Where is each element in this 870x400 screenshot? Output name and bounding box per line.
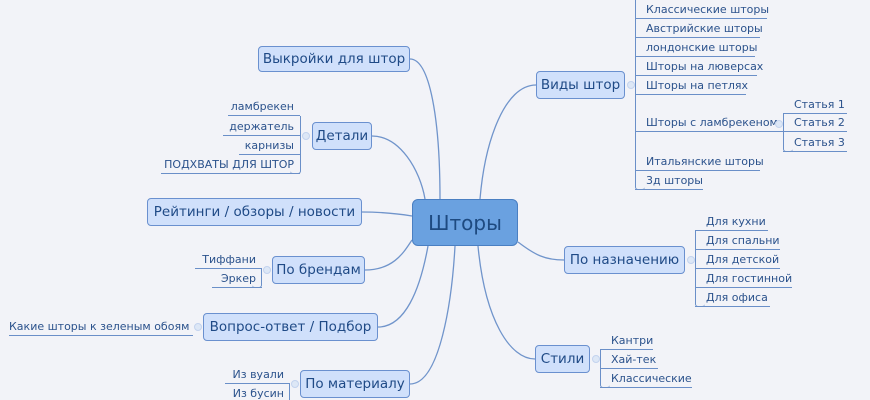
- bracket-material: [280, 384, 290, 400]
- leaf-types-3[interactable]: лондонские шторы: [635, 39, 757, 57]
- leaf-types-2[interactable]: Австрийские шторы: [635, 20, 763, 38]
- leaf-styles-1[interactable]: Кантри: [600, 332, 653, 350]
- leaf-purpose-2[interactable]: Для спальни: [695, 232, 780, 250]
- connector-details: [371, 135, 426, 200]
- leaf-details-2[interactable]: держатель: [223, 118, 300, 136]
- connector-types: [479, 84, 537, 200]
- leaf-types-8[interactable]: 3д шторы: [635, 172, 703, 190]
- topic-brands[interactable]: По брендам: [272, 256, 365, 284]
- topic-ratings[interactable]: Рейтинги / обзоры / новости: [147, 198, 362, 226]
- collapse-qa-icon[interactable]: [194, 323, 202, 331]
- collapse-details-icon[interactable]: [302, 132, 310, 140]
- connector-styles: [477, 245, 536, 360]
- connector-purpose: [517, 241, 565, 261]
- topic-details[interactable]: Детали: [312, 122, 372, 150]
- leaf-types-7[interactable]: Итальянские шторы: [635, 153, 764, 171]
- leaf-brands-1[interactable]: Тиффани: [195, 251, 262, 269]
- leaf-types-4[interactable]: Шторы на люверсах: [635, 58, 763, 76]
- leaf-types-1[interactable]: Классические шторы: [635, 1, 769, 19]
- leaf-article-1[interactable]: Статья 1: [783, 96, 847, 114]
- leaf-purpose-3[interactable]: Для детской: [695, 251, 780, 269]
- leaf-types-6[interactable]: Шторы с ламбрекеном: [635, 114, 783, 132]
- leaf-details-1[interactable]: ламбрекен: [228, 98, 300, 116]
- topic-styles[interactable]: Стили: [535, 345, 590, 373]
- leaf-details-4[interactable]: ПОДХВАТЫ ДЛЯ ШТОР: [161, 156, 300, 174]
- leaf-qa-1[interactable]: Какие шторы к зеленым обоям: [9, 318, 193, 336]
- collapse-styles-icon[interactable]: [592, 355, 600, 363]
- leaf-article-3[interactable]: Статья 3: [783, 134, 847, 152]
- leaf-purpose-1[interactable]: Для кухни: [695, 213, 768, 231]
- central-topic[interactable]: Шторы: [412, 199, 518, 246]
- leaf-brands-2[interactable]: Эркер: [212, 270, 262, 288]
- leaf-material-2[interactable]: Из бусин: [232, 387, 284, 400]
- collapse-types-icon[interactable]: [627, 81, 635, 89]
- collapse-material-icon[interactable]: [291, 380, 299, 388]
- collapse-lambrequin-icon[interactable]: [775, 120, 783, 128]
- topic-material[interactable]: По материалу: [300, 370, 410, 398]
- topic-purpose[interactable]: По назначению: [564, 246, 685, 274]
- leaf-types-5[interactable]: Шторы на петлях: [635, 77, 748, 95]
- connector-material: [409, 245, 456, 385]
- topic-qa[interactable]: Вопрос-ответ / Подбор: [203, 313, 378, 341]
- connector-brands: [364, 239, 413, 271]
- leaf-details-3[interactable]: карнизы: [239, 137, 300, 155]
- connector-qa: [377, 245, 429, 328]
- connector-ratings: [361, 211, 413, 217]
- collapse-brands-icon[interactable]: [263, 266, 271, 274]
- leaf-styles-2[interactable]: Хай-тек: [600, 351, 658, 369]
- connector-patterns: [409, 58, 441, 200]
- topic-patterns[interactable]: Выкройки для штор: [258, 46, 410, 72]
- leaf-purpose-5[interactable]: Для офиса: [695, 289, 770, 307]
- collapse-purpose-icon[interactable]: [687, 256, 695, 264]
- topic-types[interactable]: Виды штор: [536, 71, 625, 99]
- leaf-styles-3[interactable]: Классические: [600, 370, 692, 388]
- leaf-purpose-4[interactable]: Для гостинной: [695, 270, 792, 288]
- leaf-material-1[interactable]: Из вуали: [225, 366, 290, 384]
- leaf-article-2[interactable]: Статья 2: [783, 114, 847, 132]
